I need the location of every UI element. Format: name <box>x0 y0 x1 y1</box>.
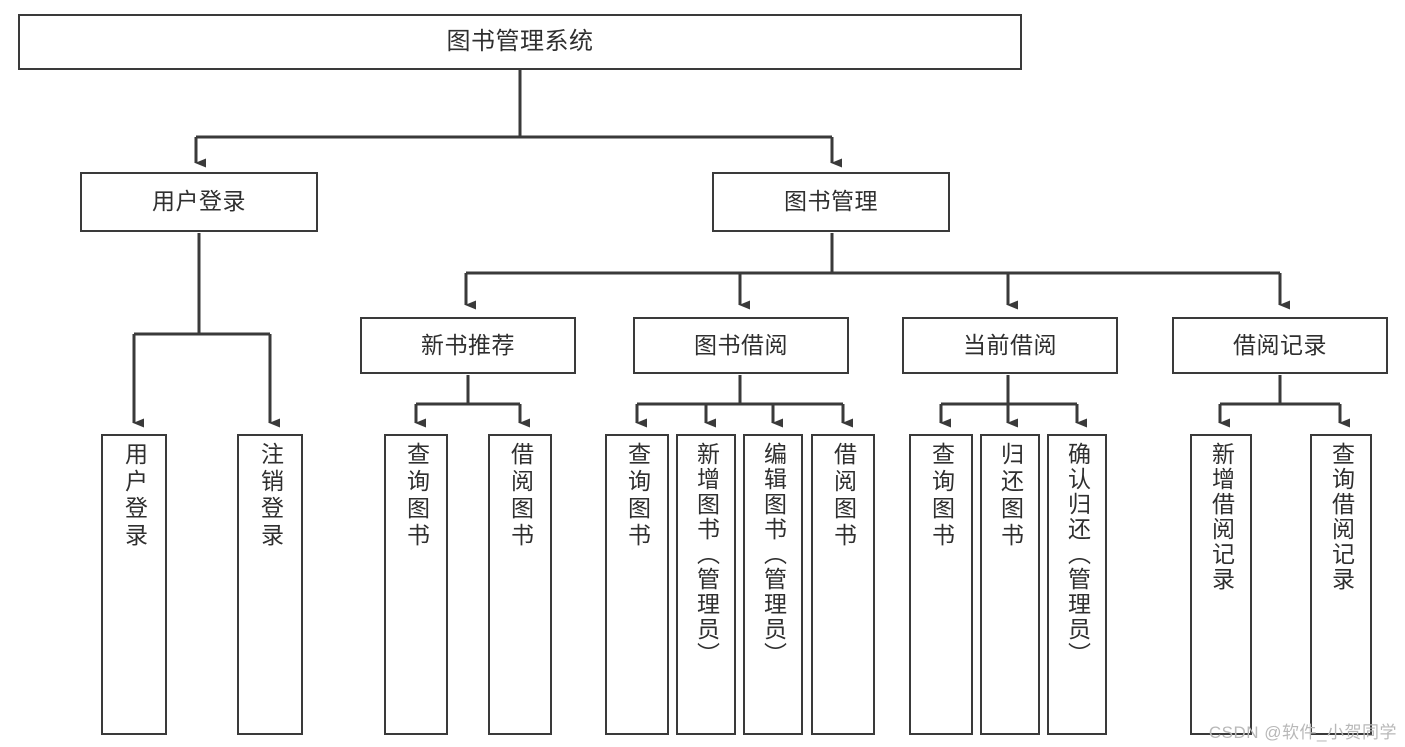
leaf-add-record-label: 新增借阅记录 <box>1208 442 1235 592</box>
node-new-book-rec-label: 新书推荐 <box>421 331 515 358</box>
leaf-add-book-label: 新增图书（管理员） <box>693 442 720 667</box>
leaf-add-record[interactable]: 新增借阅记录 <box>1190 434 1252 735</box>
leaf-query-record[interactable]: 查询借阅记录 <box>1310 434 1372 735</box>
leaf-borrow-book-1[interactable]: 借阅图书 <box>488 434 552 735</box>
node-borrow-record[interactable]: 借阅记录 <box>1172 317 1388 374</box>
node-book-borrow[interactable]: 图书借阅 <box>633 317 849 374</box>
leaf-borrow-book-2[interactable]: 借阅图书 <box>811 434 875 735</box>
leaf-logout[interactable]: 注销登录 <box>237 434 303 735</box>
leaf-edit-book-label: 编辑图书（管理员） <box>760 442 787 667</box>
node-book-borrow-label: 图书借阅 <box>694 331 788 358</box>
leaf-logout-label: 注销登录 <box>257 442 284 550</box>
leaf-edit-book[interactable]: 编辑图书（管理员） <box>743 434 803 735</box>
leaf-query-book-3-label: 查询图书 <box>928 442 955 550</box>
node-user-login[interactable]: 用户登录 <box>80 172 318 232</box>
leaf-user-login[interactable]: 用户登录 <box>101 434 167 735</box>
node-current-borrow[interactable]: 当前借阅 <box>902 317 1118 374</box>
node-user-login-label: 用户登录 <box>152 188 246 215</box>
leaf-query-book-1[interactable]: 查询图书 <box>384 434 448 735</box>
node-current-borrow-label: 当前借阅 <box>963 331 1057 358</box>
leaf-confirm-return-label: 确认归还（管理员） <box>1064 442 1091 667</box>
leaf-query-record-label: 查询借阅记录 <box>1328 442 1355 592</box>
node-new-book-rec[interactable]: 新书推荐 <box>360 317 576 374</box>
node-book-manage-label: 图书管理 <box>784 188 878 215</box>
leaf-user-login-label: 用户登录 <box>121 442 148 550</box>
watermark: CSDN @软件_小贺同学 <box>1208 723 1397 742</box>
leaf-return-book[interactable]: 归还图书 <box>980 434 1040 735</box>
leaf-query-book-2[interactable]: 查询图书 <box>605 434 669 735</box>
node-borrow-record-label: 借阅记录 <box>1233 331 1327 358</box>
node-root-label: 图书管理系统 <box>446 27 594 55</box>
leaf-return-book-label: 归还图书 <box>997 442 1024 550</box>
leaf-confirm-return[interactable]: 确认归还（管理员） <box>1047 434 1107 735</box>
leaf-borrow-book-1-label: 借阅图书 <box>507 442 534 550</box>
leaf-query-book-1-label: 查询图书 <box>403 442 430 550</box>
node-book-manage[interactable]: 图书管理 <box>712 172 950 232</box>
leaf-borrow-book-2-label: 借阅图书 <box>830 442 857 550</box>
node-root[interactable]: 图书管理系统 <box>18 14 1022 70</box>
leaf-query-book-3[interactable]: 查询图书 <box>909 434 973 735</box>
leaf-add-book[interactable]: 新增图书（管理员） <box>676 434 736 735</box>
leaf-query-book-2-label: 查询图书 <box>624 442 651 550</box>
